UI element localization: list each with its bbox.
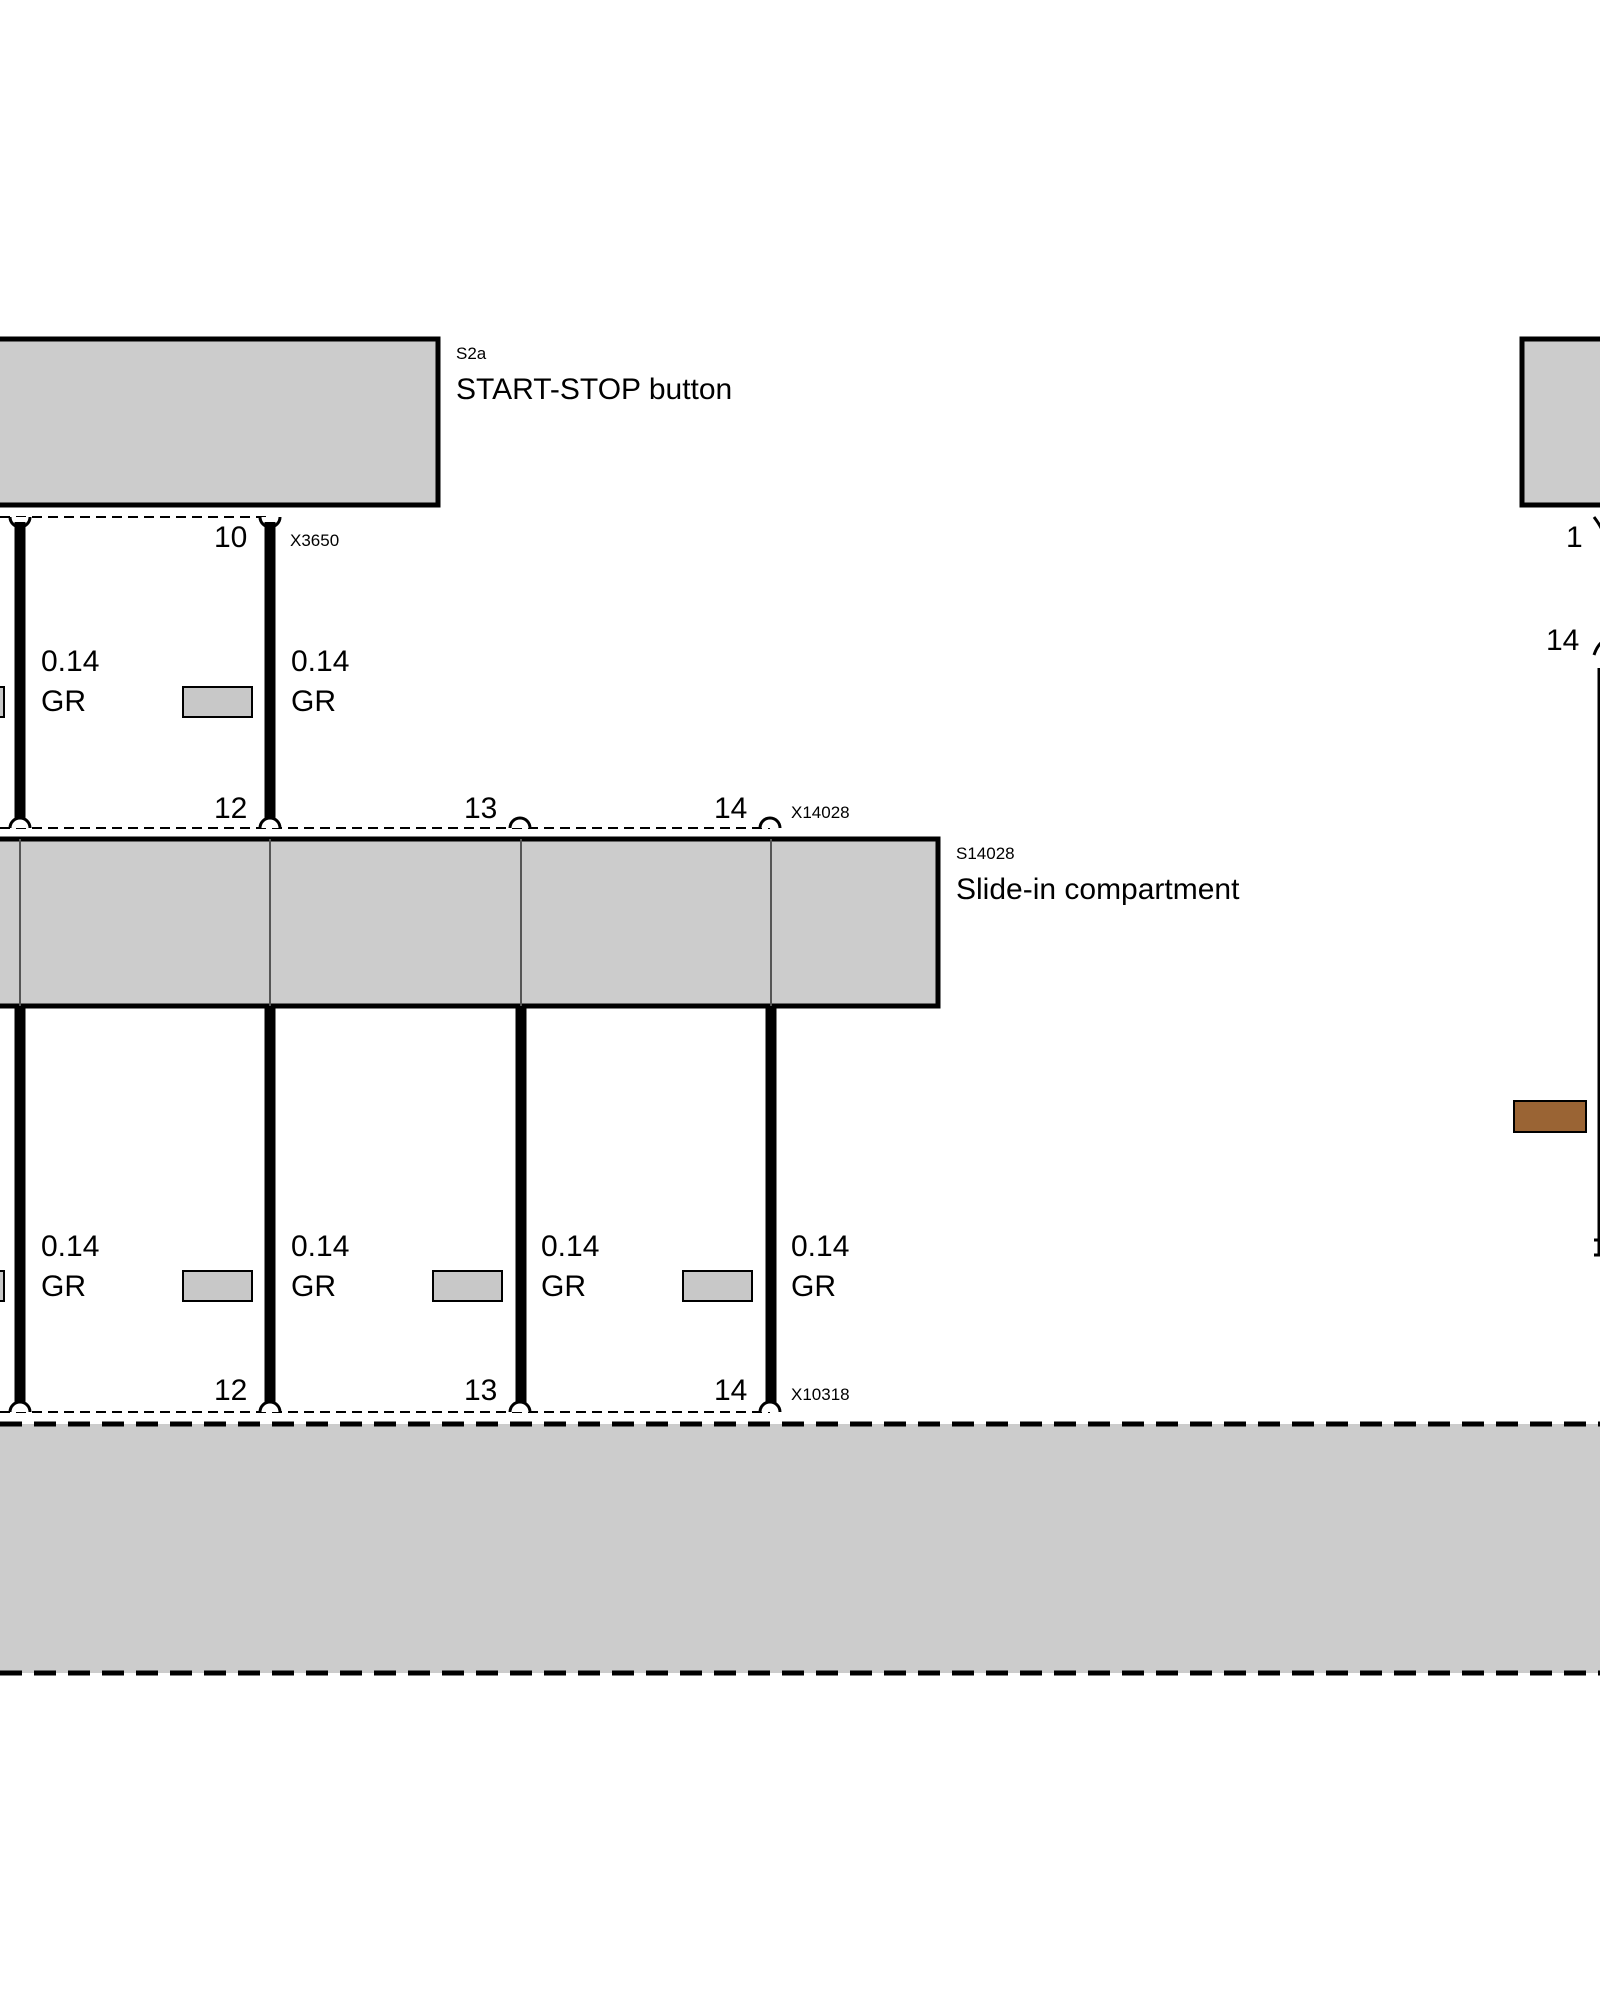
right-pin-label-14: 14 — [1546, 624, 1579, 657]
pin-label-x3650-10: 10 — [214, 521, 247, 554]
pin-x14028-13 — [508, 816, 532, 829]
wire-upper-1-gauge: 0.14 — [41, 645, 99, 678]
pin-x10318-14 — [758, 1400, 782, 1413]
connector-label-x10318: X10318 — [791, 1385, 850, 1404]
bottom-module-component[interactable] — [0, 1424, 1600, 1673]
wire-lower-3-gauge: 0.14 — [541, 1230, 599, 1263]
wire-lower-3-color: GR — [541, 1270, 586, 1303]
wire-lower-2-gauge: 0.14 — [291, 1230, 349, 1263]
pin-label-x14028-12: 12 — [214, 792, 247, 825]
pin-label-x10318-13: 13 — [464, 1374, 497, 1407]
wire-upper-2-gauge: 0.14 — [291, 645, 349, 678]
start-stop-code: S2a — [456, 344, 487, 363]
pin-label-x14028-14: 14 — [714, 792, 747, 825]
slide-in-compartment-component[interactable] — [0, 836, 941, 1009]
wire-lower-2-color: GR — [291, 1270, 336, 1303]
right-component[interactable] — [1519, 336, 1600, 508]
start-stop-title: START-STOP button — [456, 373, 732, 406]
connector-label-x14028: X14028 — [791, 803, 850, 822]
wire-lower-1-color: GR — [41, 1270, 86, 1303]
wire-lower-1-gauge: 0.14 — [41, 1230, 99, 1263]
right-pin-1-mark — [1592, 516, 1600, 530]
wire-lower-3-swatch — [432, 1270, 503, 1302]
wire-lower-1-swatch — [0, 1270, 5, 1302]
wire-lower-4-gauge: 0.14 — [791, 1230, 849, 1263]
wire-lower-4-color: GR — [791, 1270, 836, 1303]
pin-x14028-12 — [258, 816, 282, 829]
pin-label-x10318-12: 12 — [214, 1374, 247, 1407]
wire-lower-4-swatch — [682, 1270, 753, 1302]
slide-in-code: S14028 — [956, 844, 1015, 863]
right-pin-14-mark — [1592, 641, 1600, 656]
pin-x10318-12 — [258, 1400, 282, 1413]
pin-x10318-a — [8, 1400, 32, 1413]
pin-label-x14028-13: 13 — [464, 792, 497, 825]
connector-label-x3650: X3650 — [290, 531, 339, 550]
slide-in-title: Slide-in compartment — [956, 873, 1240, 906]
pin-label-x10318-14: 14 — [714, 1374, 747, 1407]
wire-lower-2-swatch — [182, 1270, 253, 1302]
start-stop-button-component[interactable] — [0, 336, 441, 508]
wire-upper-2-swatch — [182, 686, 253, 718]
pin-x10318-13 — [508, 1400, 532, 1413]
wire-upper-2-color: GR — [291, 685, 336, 718]
pin-x14028-14 — [758, 816, 782, 829]
wire-upper-1-color: GR — [41, 685, 86, 718]
right-pin-label-1: 1 — [1566, 521, 1583, 554]
pin-x14028-a — [8, 816, 32, 829]
wire-upper-1-swatch — [0, 686, 5, 718]
right-wire-swatch-brown — [1513, 1100, 1587, 1133]
